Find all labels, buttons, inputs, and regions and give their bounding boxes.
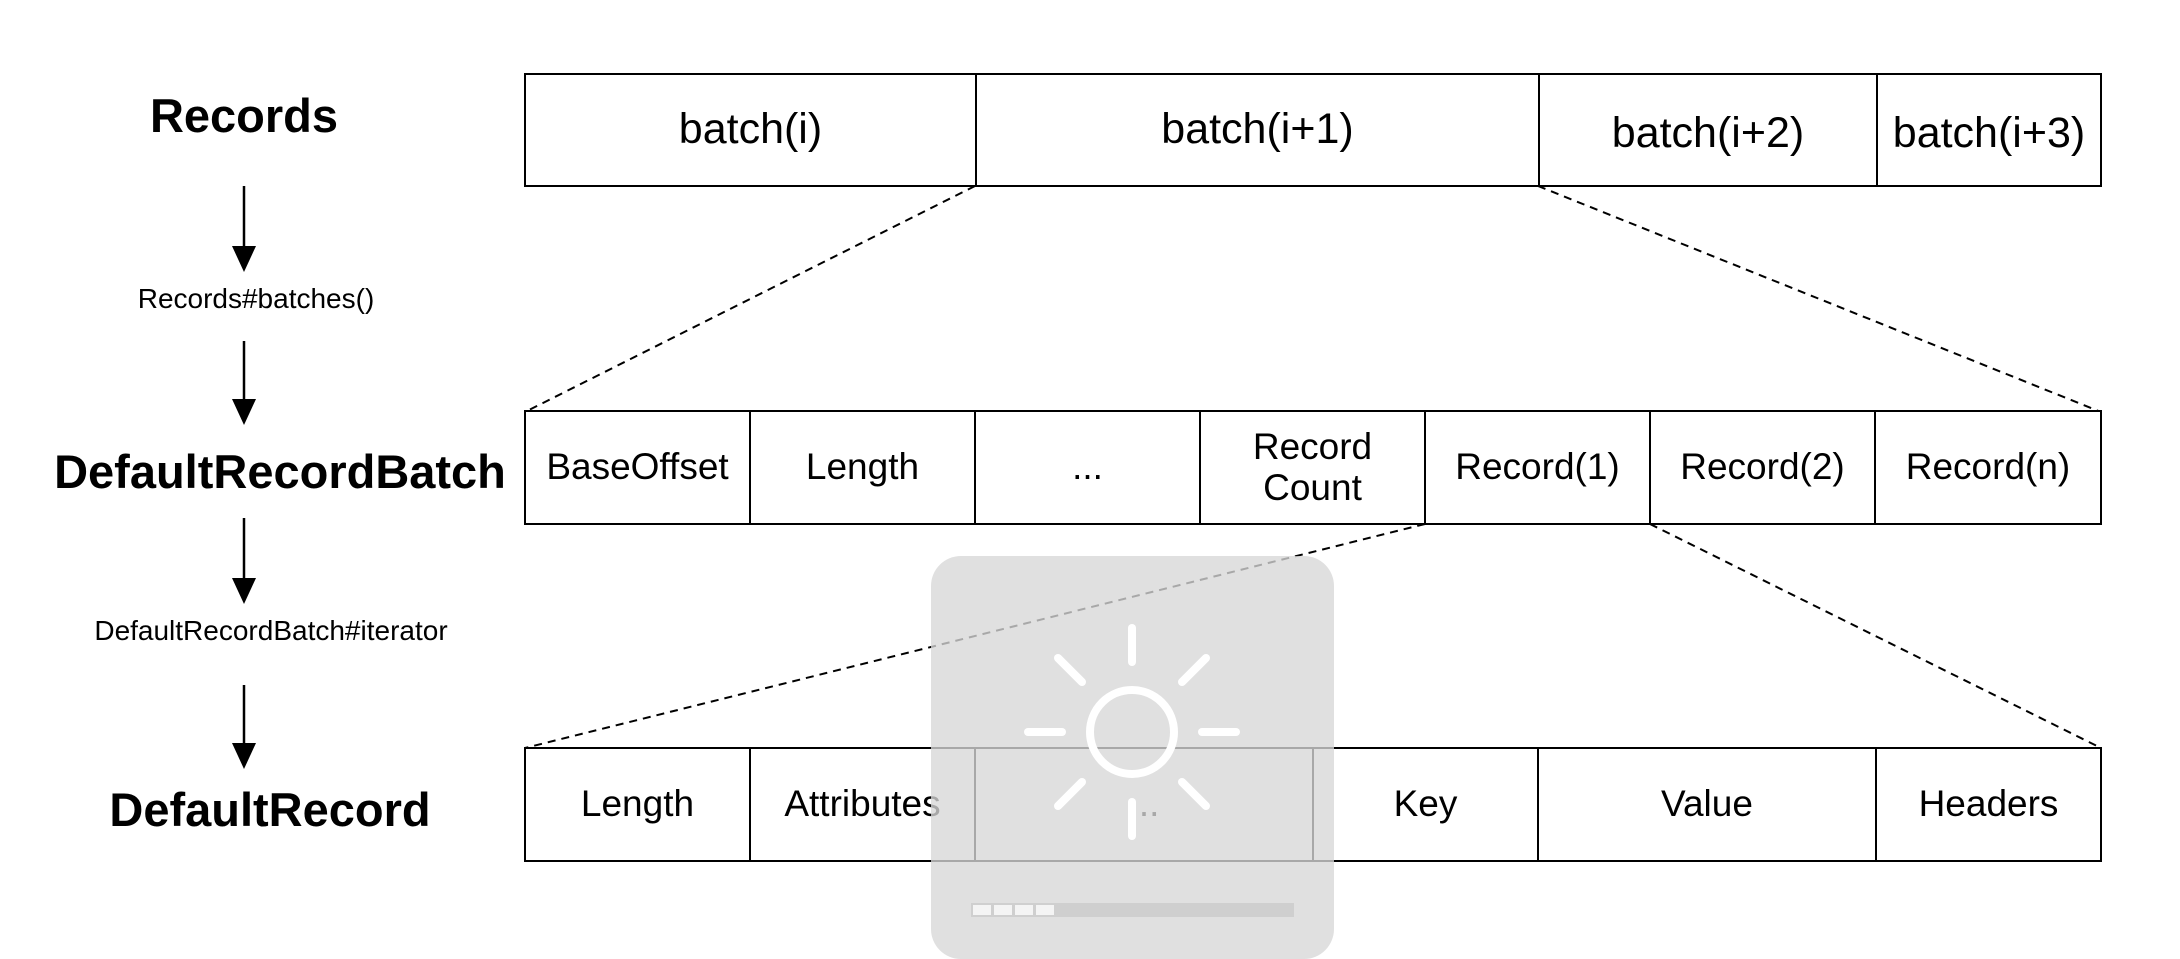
brightness-level-bar [971, 903, 1294, 917]
brightness-level-segment [1036, 905, 1054, 915]
record-level-title: DefaultRecord [109, 783, 431, 836]
brightness-level-segment [994, 905, 1012, 915]
batch-level-title: DefaultRecordBatch [54, 445, 506, 498]
down-arrow-icon [232, 685, 256, 769]
down-arrow-icon [232, 341, 256, 425]
down-arrow-icon [232, 518, 256, 604]
brightness-level-segment [1015, 905, 1033, 915]
batches-method-label: Records#batches() [137, 283, 375, 314]
brightness-hud [931, 556, 1334, 959]
default-record-batch-row: BaseOffset Length ... Record Count Recor… [524, 410, 2102, 525]
record-field-cell: Key [1314, 749, 1539, 860]
record-field-cell: Value [1539, 749, 1877, 860]
iterator-method-label: DefaultRecordBatch#iterator [94, 615, 448, 646]
batch-cell: batch(i) [526, 75, 977, 185]
batch-field-cell: Record(n) [1905, 446, 2071, 488]
batch-field-cell: Record(2) [1651, 412, 1876, 523]
records-row: batch(i) batch(i+1) batch(i+2) batch(i+3… [524, 73, 2102, 187]
brightness-level-segment [973, 905, 991, 915]
batch-field-cell: Length [751, 412, 976, 523]
batch-field-cell: Record Count [1201, 412, 1426, 523]
batch-field-cell: ... [976, 412, 1201, 523]
batch-field-cell: Record(1) [1426, 412, 1651, 523]
batch-cell: batch(i+1) [977, 75, 1540, 185]
batch-field-cell: BaseOffset [526, 412, 751, 523]
batch-cell: batch(i+2) [1540, 75, 1878, 185]
batch-cell: batch(i+3) [1892, 109, 2086, 158]
down-arrow-icon [232, 186, 256, 272]
record-field-cell: Headers [1918, 783, 2059, 825]
records-level-title: Records [149, 89, 339, 142]
record-field-cell: Length [526, 749, 751, 860]
brightness-sun-icon [1024, 624, 1240, 840]
default-record-row: Length Attributes ... Key Value Headers [524, 747, 2102, 862]
